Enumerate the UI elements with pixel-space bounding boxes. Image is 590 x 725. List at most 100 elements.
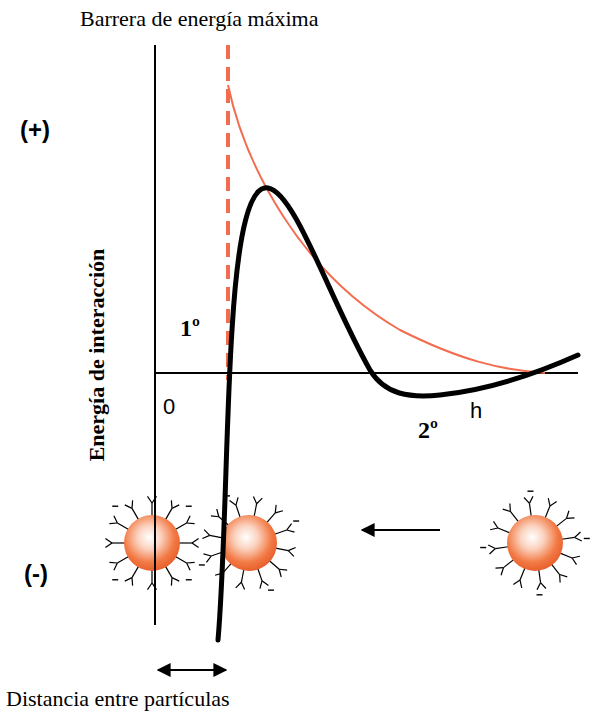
- charge-mark: [527, 490, 533, 491]
- particle: [124, 515, 180, 571]
- brush-branch: [279, 569, 281, 577]
- particle-brushes: [105, 491, 589, 595]
- origin-label: 0: [163, 396, 175, 418]
- barrier-label: Barrera de energía máxima: [80, 8, 318, 30]
- brush-hair: [258, 569, 262, 581]
- brush-branch: [288, 547, 295, 550]
- brush-branch: [488, 545, 495, 549]
- brush-branch: [495, 567, 503, 569]
- brush-branch: [217, 509, 219, 517]
- brush-branch: [192, 543, 199, 548]
- brush-branch: [187, 516, 190, 523]
- brush-branch: [275, 505, 277, 513]
- repulsion-curve: [228, 85, 545, 373]
- charge-mark: [537, 594, 543, 595]
- brush-branch: [171, 500, 173, 508]
- brush-branch: [501, 568, 503, 576]
- brush-branch: [109, 562, 117, 564]
- brush-hair: [510, 511, 518, 521]
- charge-mark: [112, 506, 118, 507]
- brush-branch: [172, 578, 179, 581]
- brush-hair: [562, 537, 575, 539]
- brush-branch: [147, 496, 152, 503]
- brush-hair: [552, 564, 560, 574]
- sign-label: (-): [24, 562, 48, 586]
- brush-hair: [560, 553, 572, 558]
- brush-hair: [503, 560, 513, 568]
- brush-branch: [548, 498, 550, 506]
- brush-branch: [131, 500, 133, 508]
- brush-branch: [203, 554, 211, 556]
- brush-branch: [125, 578, 132, 581]
- brush-branch: [509, 503, 511, 511]
- brush-hair: [276, 548, 289, 550]
- brush-branch: [503, 509, 511, 511]
- brush-branch: [230, 500, 236, 505]
- brush-branch: [241, 582, 244, 589]
- brush-branch: [537, 583, 541, 590]
- brush-hair: [520, 568, 525, 580]
- brush-branch: [524, 497, 529, 503]
- brush-branch: [541, 583, 546, 589]
- brush-branch: [567, 517, 575, 519]
- brush-hair: [175, 523, 186, 530]
- brush-branch: [575, 537, 582, 541]
- brush-branch: [550, 501, 557, 505]
- brush-branch: [490, 528, 498, 530]
- brush-branch: [125, 505, 132, 508]
- brush-hair: [539, 570, 541, 583]
- brush-hair: [166, 508, 173, 519]
- brush-hair: [269, 561, 279, 570]
- brush-hair: [556, 518, 566, 526]
- minimum-label: 2º: [418, 418, 438, 442]
- brush-hair: [151, 503, 152, 516]
- brush-branch: [172, 505, 179, 508]
- brush-branch: [105, 543, 112, 548]
- axis-title: Energía de interacción: [86, 249, 108, 462]
- minimum-label: 1º: [180, 316, 200, 340]
- brush-hair: [267, 513, 276, 523]
- particle: [221, 515, 277, 571]
- brush-branch: [202, 535, 209, 538]
- charge-mark: [112, 579, 118, 580]
- y-axis: [154, 45, 156, 625]
- brush-hair: [132, 566, 139, 577]
- brush-hair: [275, 530, 287, 534]
- brush-hair: [132, 508, 139, 519]
- brush-branch: [275, 511, 283, 513]
- brush-branch: [493, 521, 497, 528]
- brush-hair: [117, 557, 128, 564]
- brush-hair: [112, 542, 125, 543]
- brush-branch: [105, 538, 112, 543]
- brush-branch: [147, 583, 152, 590]
- brush-hair: [254, 504, 256, 517]
- brush-branch: [529, 496, 533, 503]
- brush-hair: [117, 523, 128, 530]
- distance-label: Distancia entre partículas: [6, 688, 230, 710]
- brush-branch: [489, 549, 495, 554]
- brush-branch: [260, 581, 262, 589]
- charge-mark: [293, 520, 299, 521]
- charge-mark: [199, 564, 205, 565]
- brush-branch: [131, 578, 133, 586]
- brush-hair: [545, 506, 550, 518]
- brush-branch: [520, 580, 522, 588]
- brush-branch: [236, 497, 238, 505]
- brush-hair: [151, 570, 152, 583]
- brush-branch: [513, 580, 520, 584]
- brush-branch: [560, 575, 568, 577]
- brush-branch: [262, 581, 268, 586]
- brush-branch: [572, 558, 576, 565]
- energy-curve: [218, 188, 578, 640]
- brush-branch: [257, 498, 263, 504]
- brush-branch: [253, 496, 256, 503]
- brush-branch: [287, 524, 292, 530]
- charge-mark: [186, 506, 192, 507]
- brush-branch: [287, 530, 295, 532]
- brush-hair: [529, 503, 531, 516]
- brush-hair: [498, 528, 510, 533]
- brush-branch: [575, 532, 581, 537]
- brush-branch: [187, 562, 195, 564]
- brush-hair: [166, 566, 173, 577]
- brush-hair: [210, 535, 223, 537]
